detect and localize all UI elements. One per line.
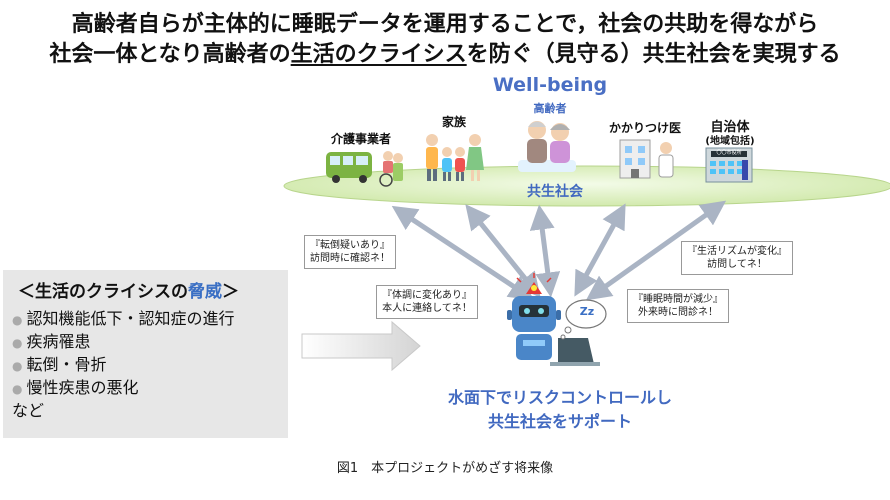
figure-caption: 図1 本プロジェクトがめざす将来像	[336, 461, 554, 476]
callout-sleep-line1: 『睡眠時間が減少』	[633, 294, 723, 305]
city-hall-illustration	[705, 147, 753, 183]
title-line-2-c: を防ぐ（見守る）共生社会を実現する	[466, 42, 841, 67]
callout-fall-line2: 訪問時に確認ネ！	[310, 253, 390, 264]
big-arrow-right	[301, 320, 421, 372]
crisis-threats-panel	[3, 270, 288, 438]
callout-sleep-decrease: 『睡眠時間が減少』 外来時に問診ネ！	[627, 289, 729, 323]
thought-bubble	[560, 299, 607, 340]
elderly-couple-illustration	[518, 121, 576, 172]
title-line-2: 社会一体となり高齢者の生活のクライシスを防ぐ（見守る）共生社会を実現する	[0, 36, 890, 68]
title-line-2-a: 社会一体となり高齢者の	[49, 42, 291, 67]
van-illustration	[326, 152, 372, 183]
threat-tail-text: など	[12, 401, 45, 420]
wheelchair-illustration	[379, 151, 403, 187]
elderly-label: 高齢者	[533, 102, 567, 115]
robot-illustration	[507, 273, 600, 366]
callout-condition-line1: 『体調に変化あり』	[382, 290, 472, 301]
municipality-label: 自治体	[710, 120, 750, 135]
city-hall-sign: 〇〇市役所	[716, 150, 742, 156]
callout-rhythm-line2: 訪問してネ！	[707, 259, 767, 270]
crisis-title-highlight: 脅威	[188, 282, 222, 302]
sleep-bubble-text: Zz	[579, 305, 595, 318]
crisis-threats-title: ＜生活のクライシスの脅威＞	[18, 277, 239, 302]
list-item: ●転倒・骨折	[12, 354, 235, 377]
clinic-illustration	[619, 139, 674, 179]
title-line-1: 高齢者自らが主体的に睡眠データを運用することで，社会の共助を得ながら	[71, 12, 819, 37]
callout-rhythm-change: 『生活リズムが変化』 訪問してネ！	[681, 241, 793, 275]
support-text-line2: 共生社会をサポート	[487, 412, 632, 431]
callout-fall-suspected: 『転倒疑いあり』 訪問時に確認ネ！	[304, 235, 396, 269]
threat-item-text: 疾病罹患	[26, 332, 91, 351]
list-item-tail: など	[12, 400, 235, 422]
wellbeing-label: Well-being	[492, 74, 608, 96]
threat-item-text: 認知機能低下・認知症の進行	[26, 309, 235, 328]
callout-rhythm-line1: 『生活リズムが変化』	[687, 246, 787, 257]
caregiver-label: 介護事業者	[330, 132, 391, 146]
municipality-sub-label: (地域包括)	[705, 136, 755, 147]
support-arrows	[391, 200, 727, 301]
family-label: 家族	[441, 115, 466, 129]
title-line-2-underlined: 生活のクライシス	[290, 42, 467, 67]
bullet-icon: ●	[12, 336, 23, 350]
crisis-title-c: ＞	[222, 282, 239, 302]
crisis-title-a: ＜生活のクライシスの	[18, 282, 188, 302]
list-item: ●疾病罹患	[12, 331, 235, 354]
bullet-icon: ●	[12, 382, 23, 396]
threat-item-text: 慢性疾患の悪化	[26, 378, 139, 397]
list-item: ●慢性疾患の悪化	[12, 377, 235, 400]
bullet-icon: ●	[12, 359, 23, 373]
family-illustration	[426, 134, 484, 181]
crisis-threats-list: ●認知機能低下・認知症の進行 ●疾病罹患 ●転倒・骨折 ●慢性疾患の悪化 など	[12, 308, 235, 422]
threat-item-text: 転倒・骨折	[26, 355, 107, 374]
callout-fall-line1: 『転倒疑いあり』	[310, 240, 390, 251]
bullet-icon: ●	[12, 313, 23, 327]
family-doctor-label: かかりつけ医	[608, 121, 682, 135]
callout-sleep-line2: 外来時に問診ネ！	[638, 307, 718, 318]
support-text-line1: 水面下でリスクコントロールし	[447, 388, 672, 407]
callout-condition-change: 『体調に変化あり』 本人に連絡してネ！	[376, 285, 478, 319]
symbiotic-society-label: 共生社会	[527, 184, 583, 200]
callout-condition-line2: 本人に連絡してネ！	[382, 303, 472, 314]
list-item: ●認知機能低下・認知症の進行	[12, 308, 235, 331]
